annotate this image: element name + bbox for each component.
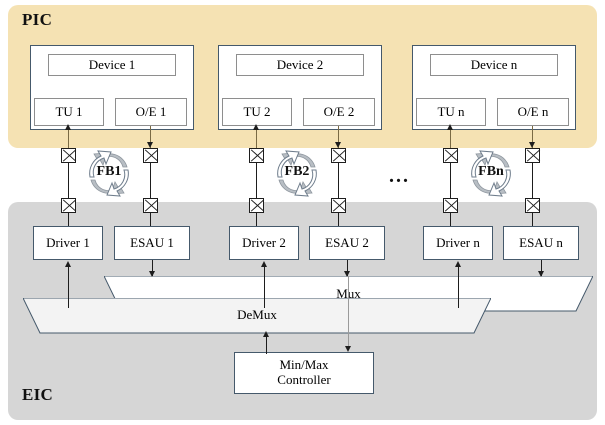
driver-box-n: Driver n (423, 226, 493, 260)
device-box-1: Device 1 (48, 54, 176, 76)
wire-fb1-right (150, 163, 151, 198)
esau-box-2: ESAU 2 (309, 226, 385, 260)
optical-connector-tu-1-bottom (61, 198, 76, 213)
oe-box-1: O/E 1 (115, 98, 187, 126)
arrowhead-tu-1 (65, 124, 71, 130)
optical-connector-oe-1-top (143, 148, 158, 163)
arrowhead-oe-2 (335, 142, 341, 148)
optical-connector-oe-1-bottom (143, 198, 158, 213)
driver-box-2: Driver 2 (229, 226, 299, 260)
wire-fbn-left (450, 163, 451, 198)
arrowhead-demux-ctrl-in (263, 331, 269, 337)
wire-driver-1-up (68, 213, 69, 226)
demux-label: DeMux (237, 307, 277, 322)
feedback-loop-n: FBn (459, 147, 523, 199)
arrowhead-oe-n (529, 142, 535, 148)
eic-panel-title: EIC (22, 385, 54, 404)
circular-arrows-icon (89, 150, 129, 197)
wire-demux-to-driver-2 (264, 266, 265, 308)
arrowhead-controller-in (345, 346, 351, 352)
wire-fb2-left (256, 163, 257, 198)
circular-arrows-icon (471, 150, 511, 197)
arrowhead-tu-n (447, 124, 453, 130)
driver-box-1: Driver 1 (33, 226, 103, 260)
feedback-loop-2: FB2 (265, 147, 329, 199)
optical-connector-oe-2-top (331, 148, 346, 163)
wire-mux-to-controller (348, 276, 349, 350)
tu-box-1: TU 1 (34, 98, 104, 126)
optical-connector-oe-2-bottom (331, 198, 346, 213)
device-box-2: Device 2 (236, 54, 364, 76)
wire-esau-n-to-mux (541, 260, 542, 276)
wire-tu-1-up (68, 126, 69, 148)
wire-fbn-right (532, 163, 533, 198)
wire-demux-to-driver-n (458, 266, 459, 308)
optical-connector-tu-2-bottom (249, 198, 264, 213)
arrowhead-driver-n-in (455, 261, 461, 267)
wire-fb1-left (68, 163, 69, 198)
feedback-label-2: FB2 (284, 164, 310, 179)
arrowhead-oe-1 (147, 142, 153, 148)
optical-connector-tu-n-bottom (443, 198, 458, 213)
feedback-loop-1: FB1 (77, 147, 141, 199)
ellipsis-indicator: ... (389, 165, 410, 187)
esau-box-n: ESAU n (503, 226, 579, 260)
wire-oe-1-down (150, 126, 151, 148)
controller-label-line2: Controller (277, 372, 331, 387)
optical-connector-oe-n-bottom (525, 198, 540, 213)
controller-label-line1: Min/Max (279, 357, 329, 373)
optical-connector-tu-2-top (249, 148, 264, 163)
device-box-n: Device n (430, 54, 558, 76)
arrowhead-driver-2-in (261, 261, 267, 267)
wire-esau-n-down (532, 213, 533, 226)
feedback-label-n: FBn (478, 164, 504, 179)
esau-box-1: ESAU 1 (114, 226, 190, 260)
arrowhead-mux-2-in (344, 271, 350, 277)
optical-connector-tu-1-top (61, 148, 76, 163)
optical-connector-oe-n-top (525, 148, 540, 163)
arrowhead-driver-1-in (65, 261, 71, 267)
wire-oe-2-down (338, 126, 339, 148)
wire-tu-n-up (450, 126, 451, 148)
wire-esau-2-down (338, 213, 339, 226)
wire-tu-2-up (256, 126, 257, 148)
arrowhead-tu-2 (253, 124, 259, 130)
circular-arrows-icon (277, 150, 317, 197)
arrowhead-mux-1-in (149, 271, 155, 277)
oe-box-2: O/E 2 (303, 98, 375, 126)
wire-esau-1-down (150, 213, 151, 226)
pic-panel-title: PIC (22, 10, 53, 29)
tu-box-2: TU 2 (222, 98, 292, 126)
demux-shape: DeMux (23, 298, 491, 334)
feedback-label-1: FB1 (96, 164, 122, 179)
optical-connector-tu-n-top (443, 148, 458, 163)
arrowhead-mux-n-in (538, 271, 544, 277)
oe-box-n: O/E n (497, 98, 569, 126)
wire-oe-n-down (532, 126, 533, 148)
tu-box-n: TU n (416, 98, 486, 126)
wire-demux-to-driver-1 (68, 266, 69, 308)
wire-controller-to-demux (266, 336, 267, 354)
wire-driver-2-up (256, 213, 257, 226)
wire-fb2-right (338, 163, 339, 198)
wire-driver-n-up (450, 213, 451, 226)
min-max-controller-box: Min/Max Controller (234, 352, 374, 394)
wire-esau-1-to-mux (152, 260, 153, 276)
wire-esau-2-to-mux (347, 260, 348, 276)
